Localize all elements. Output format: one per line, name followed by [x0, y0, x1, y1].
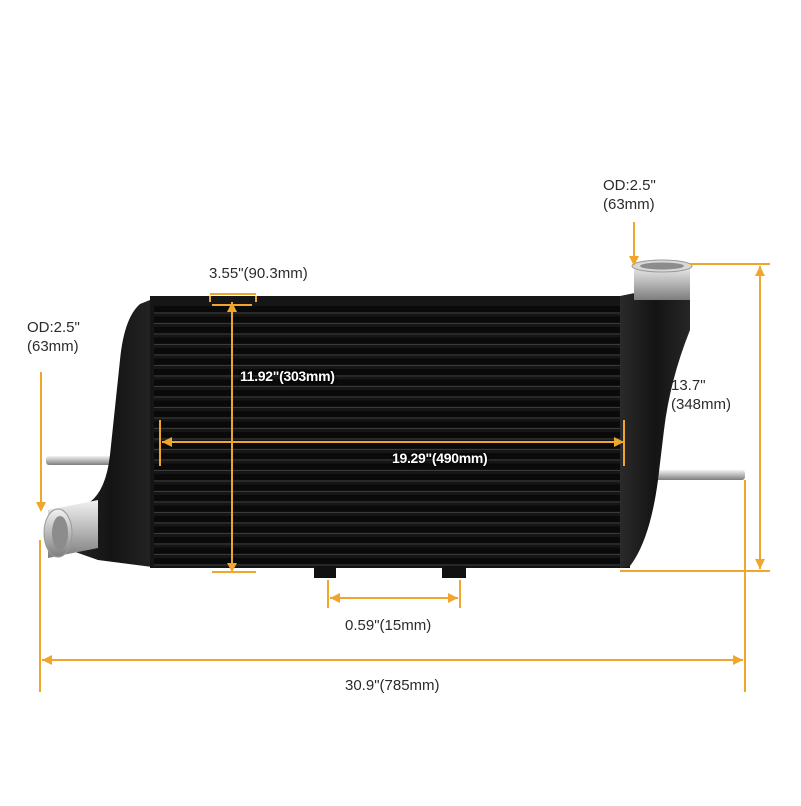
core-fin: [154, 442, 624, 449]
left-mount-rod: [46, 456, 112, 465]
outlet-pipe-inner: [640, 262, 684, 270]
inlet-od-line1: OD:2.5": [27, 319, 80, 336]
core-fin: [154, 348, 624, 354]
right-mount-rod: [652, 470, 745, 480]
core-fin: [154, 495, 624, 501]
outlet-od-label: OD:2.5" (63mm): [603, 176, 656, 214]
core-fin: [154, 516, 624, 522]
core-fin: [154, 400, 624, 407]
outlet-od-line1: OD:2.5": [603, 177, 656, 194]
core-width-label: 19.29"(490mm): [392, 450, 488, 466]
core-fin: [154, 463, 624, 470]
core-fin: [154, 316, 624, 323]
bracket-width-label: 0.59"(15mm): [345, 617, 432, 634]
core-fin: [154, 390, 624, 396]
core-fin: [154, 526, 624, 533]
core-height-label: 11.92"(303mm): [240, 368, 335, 384]
outlet-od-line2: (63mm): [603, 196, 655, 213]
outlet-pipe: [634, 264, 690, 300]
core-fin: [154, 337, 624, 344]
core-fin: [154, 558, 624, 564]
core-fin: [154, 537, 624, 543]
right-end-tank: [620, 292, 690, 568]
core-fin: [154, 432, 624, 438]
core-fin: [154, 484, 624, 491]
dimension-lines: [36, 222, 770, 692]
core-thickness-label: 3.55"(90.3mm): [209, 265, 308, 282]
left-end-tank: [62, 296, 160, 568]
core-fins: [154, 306, 624, 566]
total-length-label: 30.9"(785mm): [345, 677, 440, 694]
core-fin: [154, 369, 624, 375]
core-fin: [154, 327, 624, 333]
core-fin: [154, 547, 624, 554]
inlet-od-line2: (63mm): [27, 338, 79, 355]
core-fin: [154, 474, 624, 480]
core-fin: [154, 379, 624, 386]
total-height-label: 13.7" (348mm): [671, 376, 731, 414]
inlet-pipe-inner: [52, 516, 68, 550]
bottom-bracket-left: [314, 566, 336, 578]
bottom-bracket-right: [442, 566, 466, 578]
inlet-od-label: OD:2.5" (63mm): [27, 318, 80, 356]
core-fin: [154, 505, 624, 512]
core-fin: [154, 453, 624, 459]
total-height-line1: 13.7": [671, 377, 706, 394]
core-fin: [154, 306, 624, 312]
core-fin: [154, 358, 624, 365]
core-fin: [154, 411, 624, 417]
total-height-line2: (348mm): [671, 396, 732, 413]
core-fin: [154, 421, 624, 428]
